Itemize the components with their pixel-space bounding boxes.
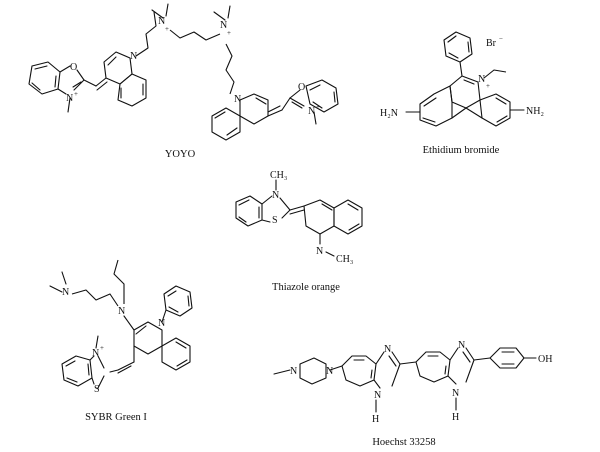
yoyo-n-benz-left: N (158, 16, 165, 27)
ethidium-phenyl-ring (443, 31, 473, 63)
yoyo-n-benz-right: N (220, 20, 227, 31)
hoechst-nh-2: N (452, 388, 459, 399)
hoechst-nh-1: N (374, 390, 381, 401)
svg-text:+: + (227, 29, 231, 37)
yoyo-right-quinoline-ring (239, 93, 269, 125)
ethidium-bromide-structure: N + Br − H₂N NH₂ Ethidium bromide (380, 31, 544, 156)
hoechst-n-pip-2: N (326, 366, 333, 377)
thiazole-orange-structure: N CH₃ S N CH₃ Thiazole orange (235, 170, 363, 293)
sybr-phenyl-ring (163, 285, 193, 317)
hoechst-n-imid-2: N (458, 340, 465, 351)
svg-text:+: + (486, 82, 490, 90)
sybr-benzo-ring (161, 337, 191, 371)
ethidium-amine-left: H₂N (380, 108, 398, 119)
ethidium-br: Br (486, 38, 497, 49)
hoechst-structure: N N N N H N N H OH Hoechst 33258 (273, 340, 552, 448)
sybr-green-structure: N N N N + S SYBR Green I (49, 259, 193, 423)
yoyo-structure: N + O N N + N + N O N + YOYO (28, 3, 339, 160)
ethidium-n: N (478, 74, 485, 85)
to-quinoline-ring (303, 199, 335, 235)
svg-text:+: + (74, 90, 78, 98)
hoechst-caption: Hoechst 33258 (372, 437, 435, 448)
hoechst-benzo-ring-2 (415, 351, 451, 383)
yoyo-n-quin-left: N (130, 51, 137, 62)
yoyo-n-quin-right: N (234, 94, 241, 105)
ethidium-amine-right: NH₂ (526, 106, 544, 117)
ethidium-right-ring (479, 93, 511, 127)
sybr-s: S (94, 384, 100, 395)
ethidium-caption: Ethidium bromide (423, 145, 500, 156)
svg-text:+: + (100, 344, 104, 352)
to-methyl-top: CH₃ (270, 170, 287, 181)
svg-text:+: + (316, 103, 320, 111)
yoyo-o-right: O (298, 82, 305, 93)
to-methyl-bottom: CH₃ (336, 254, 353, 265)
ethidium-left-ring (419, 85, 453, 127)
hoechst-n-pip-1: N (290, 366, 297, 377)
yoyo-n-plus-right: N (308, 106, 315, 117)
to-benzo-ring (333, 199, 363, 235)
yoyo-left-quinoline-ring (103, 51, 133, 85)
yoyo-caption: YOYO (165, 149, 196, 160)
sybr-n-ring: N (158, 318, 165, 329)
sybr-n-dimethyl: N (62, 287, 69, 298)
yoyo-right-benzo-ring (211, 107, 241, 141)
svg-text:−: − (499, 35, 503, 43)
hoechst-oh: OH (538, 354, 552, 365)
yoyo-o-left: O (70, 62, 77, 73)
hoechst-h-1: H (372, 414, 379, 425)
hoechst-phenol-ring (489, 347, 525, 369)
sybr-green-caption: SYBR Green I (85, 412, 147, 423)
to-n-top: N (272, 190, 279, 201)
svg-text:+: + (165, 25, 169, 33)
to-n-bottom: N (316, 246, 323, 257)
sybr-n-amine: N (118, 306, 125, 317)
to-s: S (272, 215, 278, 226)
thiazole-orange-caption: Thiazole orange (272, 282, 340, 293)
hoechst-h-2: H (452, 412, 459, 423)
hoechst-benzo-ring-1 (341, 355, 377, 387)
yoyo-right-benzene (305, 79, 339, 113)
yoyo-left-benzo-ring (117, 73, 147, 107)
sybr-n-plus: N (92, 348, 99, 359)
hoechst-n-imid-1: N (384, 344, 391, 355)
yoyo-n-plus-left: N (66, 93, 73, 104)
hoechst-piperazine-ring (299, 357, 327, 385)
